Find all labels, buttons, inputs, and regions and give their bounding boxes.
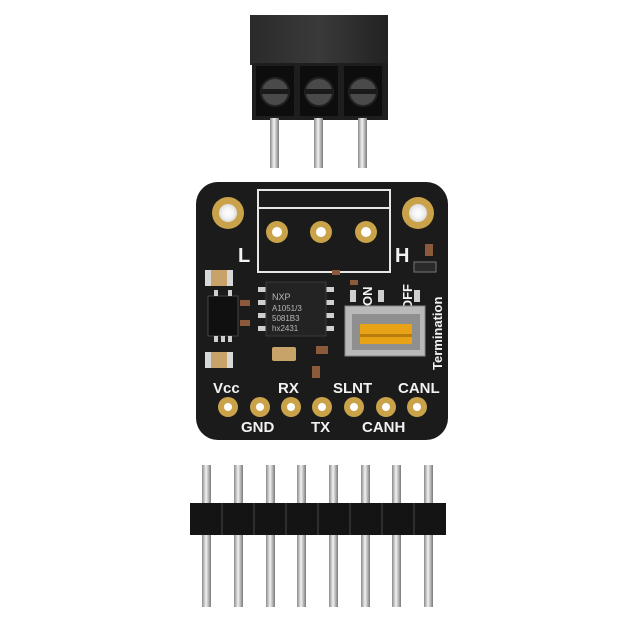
- capacitor-top-left: [205, 270, 233, 286]
- pcb-board: L H: [196, 182, 448, 440]
- terminal-block-top: [250, 15, 388, 65]
- header-pad-2: [250, 397, 270, 417]
- pin-header: [190, 465, 446, 607]
- header-pad-1: [218, 397, 238, 417]
- header-pad-7: [407, 397, 427, 417]
- terminal-screw-3: [344, 66, 382, 116]
- smd-resistor-left-1: [240, 300, 250, 306]
- header-pins: [202, 465, 433, 607]
- regulator-chip: [207, 290, 239, 342]
- pin-label-canl: CANL: [398, 380, 440, 397]
- label-termination: Termination: [430, 297, 445, 370]
- mounting-hole-left: [212, 197, 244, 229]
- pin-label-slnt: SLNT: [333, 380, 372, 397]
- smd-resistor-center: [316, 346, 328, 354]
- capacitor-center: [272, 347, 296, 361]
- terminal-pad-2: [310, 221, 332, 243]
- terminal-pad-3: [355, 221, 377, 243]
- chip-line-2: 5081B3: [272, 314, 300, 323]
- pin-label-tx: TX: [311, 419, 330, 436]
- terminal-pad-1: [266, 221, 288, 243]
- terminal-screw-2: [300, 66, 338, 116]
- mounting-hole-right: [402, 197, 434, 229]
- smd-part-top-right: [413, 261, 437, 273]
- label-h: H: [395, 245, 409, 267]
- chip-line-3: hx2431: [272, 324, 299, 333]
- terminal-screw-1: [256, 66, 294, 116]
- terminal-pin-3: [358, 118, 367, 168]
- termination-switch[interactable]: [344, 290, 426, 357]
- terminal-pin-1: [270, 118, 279, 168]
- pin-label-rx: RX: [278, 380, 299, 397]
- smd-resistor-center-2: [312, 366, 320, 378]
- pin-label-canh: CANH: [362, 419, 405, 436]
- smd-resistor-top: [425, 244, 433, 256]
- header-pad-5: [344, 397, 364, 417]
- chip-line-1: A1051/3: [272, 304, 302, 313]
- capacitor-bottom-left: [205, 352, 233, 368]
- header-pad-4: [312, 397, 332, 417]
- chip-brand: NXP: [272, 292, 291, 302]
- terminal-block: [250, 15, 388, 168]
- terminal-pin-2: [314, 118, 323, 168]
- smd-resistor-upper: [332, 270, 340, 275]
- label-off: OFF: [400, 284, 415, 310]
- pin-label-gnd: GND: [241, 419, 275, 436]
- pin-label-vcc: Vcc: [213, 380, 240, 397]
- smd-resistor-upper-2: [350, 280, 358, 285]
- label-on: ON: [360, 287, 375, 307]
- label-l: L: [238, 245, 250, 267]
- header-pad-3: [281, 397, 301, 417]
- can-transceiver-chip: NXP A1051/3 5081B3 hx2431: [258, 281, 334, 337]
- header-pad-6: [376, 397, 396, 417]
- smd-resistor-left-2: [240, 320, 250, 326]
- terminal-outline-silk: [257, 189, 391, 273]
